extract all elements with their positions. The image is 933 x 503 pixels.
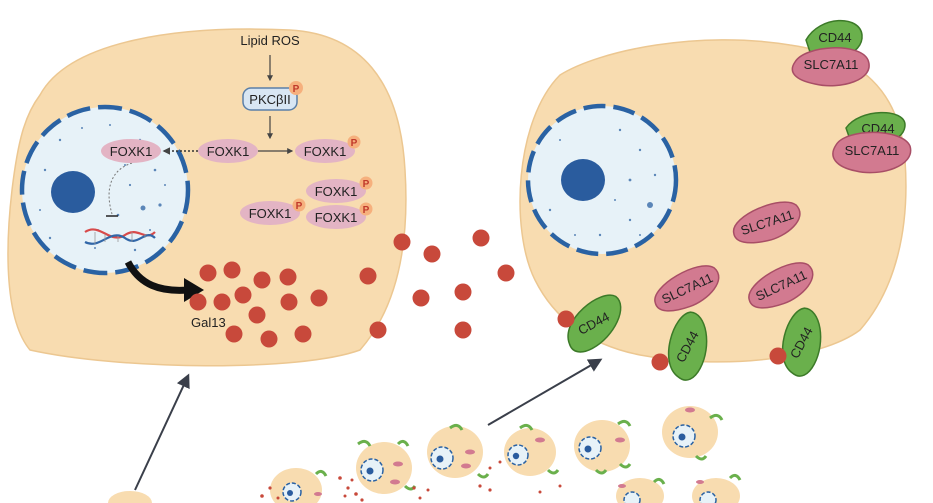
bound-gal13 xyxy=(557,310,575,328)
cell-population xyxy=(108,406,742,503)
svg-text:PKCβII: PKCβII xyxy=(249,92,290,107)
arrow-to-left-cell xyxy=(134,373,190,491)
phospho-icon xyxy=(292,198,306,212)
phospho-icon xyxy=(359,202,373,216)
foxk1-nuclear: FOXK1 xyxy=(101,139,161,163)
foxk1-phospho-2: FOXK1 P xyxy=(306,176,373,203)
dna-helix-icon xyxy=(84,228,156,245)
cd44-membrane-2: CD44 xyxy=(667,311,708,381)
bound-gal13 xyxy=(651,353,669,371)
svg-text:P: P xyxy=(351,138,358,149)
mini-cell xyxy=(356,439,417,494)
left-cell: FOXK1 Lipid ROS PKCβII P FOXK1 FOXK1 P xyxy=(7,28,407,367)
cd44-membrane-3: CD44 xyxy=(781,307,822,377)
right-cell: CD44 SLC7A11 CD44 SLC7A11 SLC7A11 SLC7A1… xyxy=(519,19,912,381)
foxk1-phospho-1: FOXK1 P xyxy=(295,135,361,163)
mini-cell xyxy=(662,406,724,461)
right-nucleolus xyxy=(561,159,605,201)
small-gal13-dots xyxy=(260,460,562,502)
left-nucleolus xyxy=(51,171,95,213)
foxk1-cytoplasm: FOXK1 xyxy=(198,139,258,163)
svg-text:P: P xyxy=(363,179,370,190)
pkc-beta-ii: PKCβII P xyxy=(242,81,303,111)
gal13-label: Gal13 xyxy=(191,315,226,330)
cd44-slc7a11-complex-2: CD44 SLC7A11 xyxy=(832,111,912,174)
cd44-slc7a11-complex-1: CD44 SLC7A11 xyxy=(791,19,870,87)
arrow-to-right-cell xyxy=(487,358,603,426)
svg-text:FOXK1: FOXK1 xyxy=(315,184,358,199)
cd44-membrane-1: CD44 xyxy=(567,294,622,353)
right-nucleus xyxy=(525,103,679,257)
phospho-icon xyxy=(347,135,361,149)
foxk1-phospho-4: FOXK1 P xyxy=(306,202,373,229)
svg-text:P: P xyxy=(363,205,370,216)
mini-cell xyxy=(616,477,666,503)
mini-cell xyxy=(504,423,560,476)
svg-text:FOXK1: FOXK1 xyxy=(207,144,250,159)
gal13-cluster xyxy=(189,261,328,348)
left-nucleus: FOXK1 xyxy=(19,104,191,276)
mini-cell xyxy=(270,468,328,503)
svg-text:CD44: CD44 xyxy=(818,30,851,45)
svg-text:SLC7A11: SLC7A11 xyxy=(804,57,859,72)
svg-text:SLC7A11: SLC7A11 xyxy=(845,143,900,158)
svg-text:FOXK1: FOXK1 xyxy=(110,144,153,159)
bound-gal13 xyxy=(769,347,787,365)
phospho-icon xyxy=(289,81,303,95)
svg-text:P: P xyxy=(293,84,300,95)
secreted-gal13 xyxy=(359,229,515,339)
foxk1-phospho-3: FOXK1 P xyxy=(240,198,306,225)
mini-cell xyxy=(692,473,742,503)
mini-cell xyxy=(427,423,490,479)
lipid-ros-label: Lipid ROS xyxy=(240,33,300,48)
phospho-icon xyxy=(359,176,373,190)
inhibition-line xyxy=(108,162,133,215)
svg-text:FOXK1: FOXK1 xyxy=(249,206,292,221)
svg-text:FOXK1: FOXK1 xyxy=(315,210,358,225)
expression-arrow xyxy=(124,260,189,294)
mini-cell xyxy=(574,419,632,475)
svg-text:P: P xyxy=(296,201,303,212)
svg-text:FOXK1: FOXK1 xyxy=(304,144,347,159)
slc7a11-2: SLC7A11 xyxy=(654,265,720,312)
